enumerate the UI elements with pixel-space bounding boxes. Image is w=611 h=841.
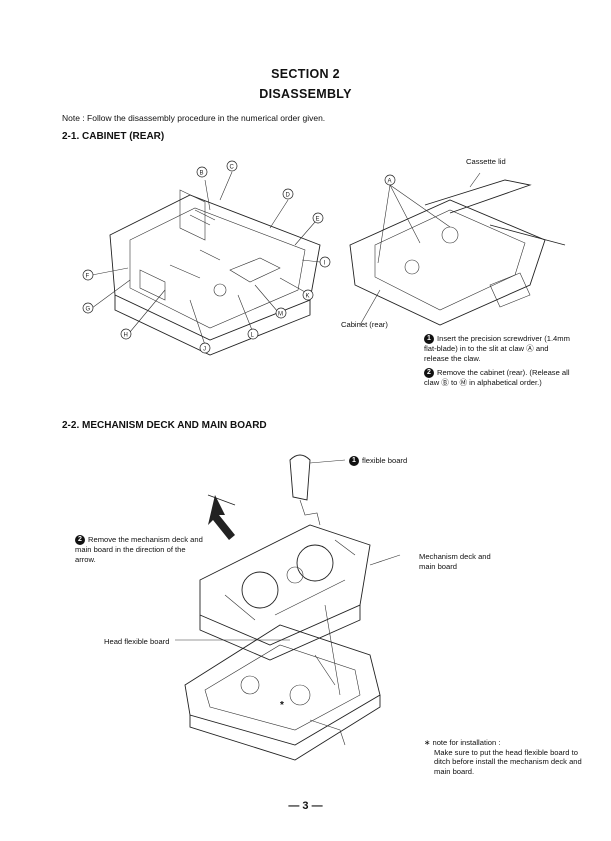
section-heading-mechanism-deck: 2-2. MECHANISM DECK AND MAIN BOARD bbox=[62, 420, 267, 431]
svg-text:M: M bbox=[278, 312, 283, 318]
label-cabinet-rear: Cabinet (rear) bbox=[341, 320, 388, 329]
step-2-text: Remove the cabinet (rear). (Release all … bbox=[424, 368, 570, 387]
page-number: — 3 — bbox=[288, 800, 323, 812]
svg-text:B: B bbox=[200, 171, 204, 177]
svg-text:E: E bbox=[316, 217, 320, 223]
step-1-badge-2: 1 bbox=[349, 456, 359, 466]
mechanism-deck-illustration bbox=[175, 454, 401, 761]
svg-text:K: K bbox=[306, 294, 310, 300]
svg-text:I: I bbox=[324, 261, 326, 267]
section-number: SECTION 2 bbox=[271, 67, 340, 81]
svg-text:J: J bbox=[203, 347, 206, 353]
installation-note-text: Make sure to put the head flexible board… bbox=[434, 747, 582, 776]
installation-note-title: ∗ note for installation : bbox=[424, 738, 501, 747]
svg-text:D: D bbox=[286, 193, 291, 199]
installation-note: ∗ note for installation : Make sure to p… bbox=[424, 738, 584, 776]
label-cassette-lid: Cassette lid bbox=[466, 157, 506, 166]
label-mechanism-deck: Mechanism deck and main board bbox=[419, 552, 491, 571]
page-title: DISASSEMBLY bbox=[259, 87, 352, 101]
svg-text:C: C bbox=[230, 165, 235, 171]
cassette-lid-illustration: A bbox=[349, 172, 566, 326]
label-head-flexible-board: Head flexible board bbox=[104, 637, 170, 646]
flexible-board-text: flexible board bbox=[362, 456, 408, 465]
step-2-badge: 2 bbox=[424, 368, 434, 378]
svg-text:F: F bbox=[86, 274, 90, 280]
step-1-badge: 1 bbox=[424, 334, 434, 344]
cabinet-rear-illustration: B C D E I K M L J H G F bbox=[82, 160, 331, 356]
mech-step-2-text: Remove the mechanism deck and main board… bbox=[75, 535, 203, 564]
svg-text:H: H bbox=[124, 333, 128, 339]
svg-text:A: A bbox=[388, 179, 392, 185]
mech-step-2-badge: 2 bbox=[75, 535, 85, 545]
procedure-note: Note : Follow the disassembly procedure … bbox=[62, 113, 326, 123]
svg-text:L: L bbox=[251, 333, 255, 339]
step-1-text: Insert the precision screwdriver (1.4mm … bbox=[424, 334, 570, 363]
svg-text:G: G bbox=[86, 307, 91, 313]
section-heading-cabinet-rear: 2-1. CABINET (REAR) bbox=[62, 131, 165, 142]
star-marker: * bbox=[280, 700, 284, 711]
